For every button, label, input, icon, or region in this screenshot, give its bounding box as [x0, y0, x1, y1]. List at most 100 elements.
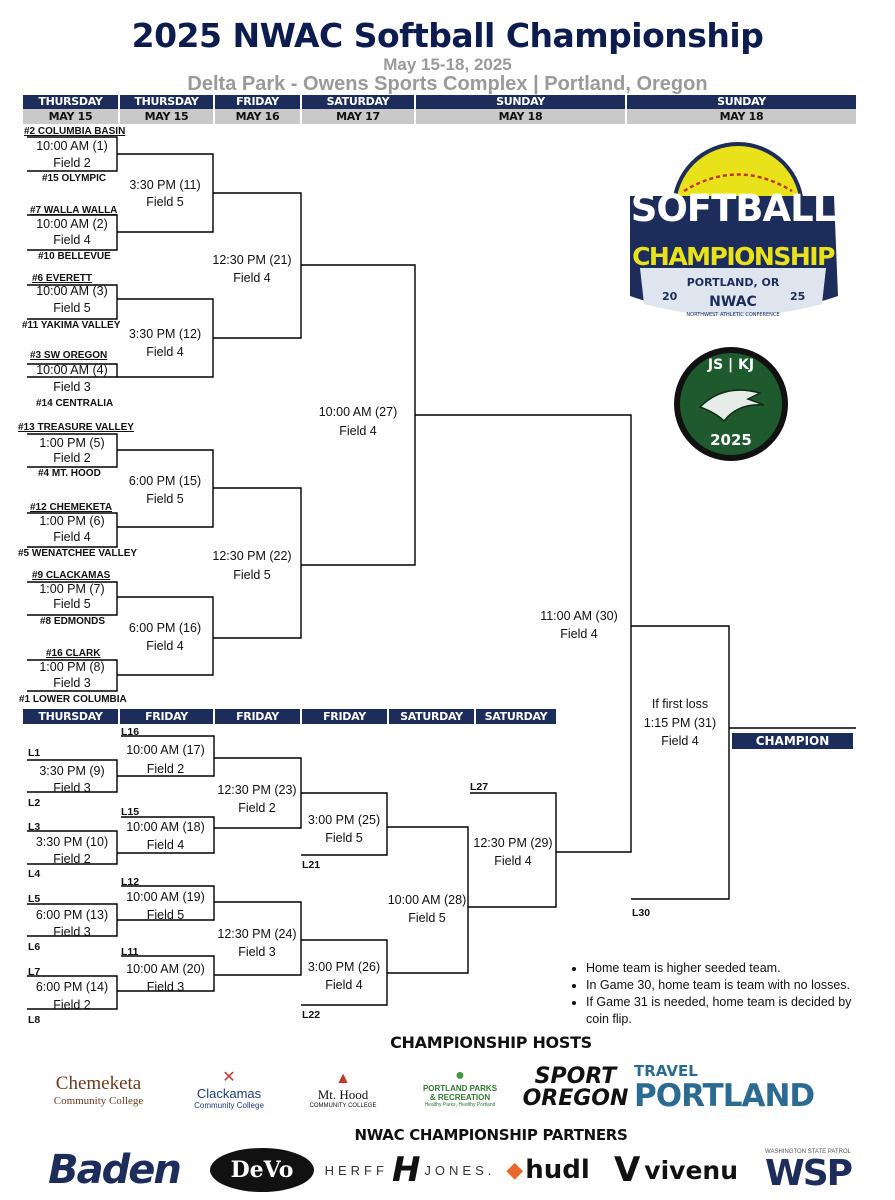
tournament-logo: SOFTBALL CHAMPIONSHIP PORTLAND, OR 20 25…	[622, 136, 844, 332]
badge-text: 2025	[710, 431, 752, 449]
partner-logo-hudl[interactable]: ◆ hudl	[500, 1145, 596, 1195]
partner-name: vivenu	[644, 1155, 739, 1185]
loser-label: L3	[28, 821, 41, 833]
loser-label: L15	[121, 806, 140, 818]
tribute-badge: JS | KJ 2025	[672, 345, 790, 463]
team-seed: #10 BELLEVUE	[38, 251, 111, 262]
game-field: Field 3	[53, 925, 91, 939]
game-time: 3:30 PM (12)	[128, 327, 202, 341]
game-time: 10:00 AM (20)	[126, 962, 205, 976]
game-time: 3:30 PM (11)	[129, 178, 201, 192]
team-seed: #7 WALLA WALLA	[30, 205, 118, 216]
column-header-date: MAY 15	[23, 109, 118, 124]
host-name: Chemeketa	[55, 1073, 142, 1094]
team-seed: #6 EVERETT	[32, 273, 93, 284]
page-title: 2025 NWAC Softball Championship	[131, 16, 764, 55]
game-time: 6:00 PM (16)	[128, 621, 202, 635]
game-time: 10:00 AM (1)	[36, 139, 108, 153]
game-time: 10:00 AM (27)	[318, 405, 398, 419]
game-field: Field 5	[146, 195, 184, 209]
game-time: 6:00 PM (15)	[128, 474, 202, 488]
mountain-icon: ▲	[335, 1070, 351, 1087]
clackamas-mark-icon: ✕	[222, 1069, 236, 1086]
host-name: Mt. Hood	[317, 1087, 369, 1102]
game-field: Field 2	[53, 451, 91, 465]
logo-text: NWAC	[709, 294, 757, 310]
hj-mark-icon: H	[391, 1150, 421, 1190]
game-field: Field 5	[146, 908, 185, 922]
loser-label: L7	[28, 966, 41, 978]
partner-logo-wsp[interactable]: WASHINGTON STATE PATROL WSP	[758, 1145, 858, 1197]
notes-list: Home team is higher seeded team. In Game…	[562, 960, 862, 1028]
loser-label: L21	[302, 859, 321, 871]
partner-logo-vivenu[interactable]: V vivenu	[600, 1145, 752, 1195]
loser-label: L5	[28, 893, 41, 905]
hudl-mark-icon: ◆	[506, 1157, 524, 1182]
game-field: Field 4	[146, 345, 184, 359]
host-name: TRAVEL	[634, 1062, 698, 1080]
loser-label: L22	[302, 1009, 321, 1021]
column-header-day: SATURDAY	[302, 95, 414, 109]
game-time: 10:00 AM (18)	[126, 820, 205, 834]
vivenu-mark-icon: V	[613, 1150, 641, 1190]
game-field: Field 4	[146, 639, 184, 653]
game-field: Field 4	[560, 627, 598, 641]
loser-label: L30	[632, 907, 651, 919]
column-header-date: MAY 17	[302, 109, 414, 124]
game-time: 12:30 PM (21)	[212, 253, 292, 267]
game-time: 3:00 PM (25)	[307, 813, 381, 827]
game-field: Field 5	[408, 911, 446, 925]
game-time: 1:00 PM (7)	[39, 582, 105, 596]
column-header-day: SUNDAY	[416, 95, 625, 109]
team-seed: #9 CLACKAMAS	[32, 570, 111, 581]
lower-column-header: THURSDAY	[23, 709, 118, 724]
game-field: Field 4	[233, 271, 271, 285]
game-time: 10:00 AM (28)	[387, 893, 467, 907]
partner-logo-devo[interactable]: DeVo	[207, 1145, 317, 1195]
column-header-day: FRIDAY	[215, 95, 300, 109]
event-dates: May 15-18, 2025	[383, 55, 512, 74]
host-name: & RECREATION	[429, 1093, 491, 1102]
game-field: Field 2	[146, 762, 185, 776]
host-logo-clackamas[interactable]: ✕ Clackamas Community College	[184, 1062, 274, 1118]
partners-title: NWAC CHAMPIONSHIP PARTNERS	[354, 1126, 628, 1144]
note-item: If Game 31 is needed, home team is decid…	[586, 994, 862, 1028]
game-time: 3:00 PM (26)	[307, 960, 381, 974]
game-field: Field 3	[238, 945, 276, 959]
team-seed: #4 MT. HOOD	[38, 468, 101, 479]
host-logo-sportoregon[interactable]: SPORT OREGON	[523, 1060, 629, 1116]
team-seed: #14 CENTRALIA	[36, 398, 114, 409]
column-header-day: THURSDAY	[120, 95, 213, 109]
host-name: OREGON	[522, 1086, 629, 1111]
column-header-day: SUNDAY	[627, 95, 856, 109]
host-sub: Community College	[194, 1101, 264, 1110]
lower-column-header: FRIDAY	[215, 709, 300, 724]
loser-label: L16	[121, 726, 140, 738]
column-header-date: MAY 18	[416, 109, 625, 124]
game-time: 3:30 PM (9)	[39, 764, 105, 778]
loser-label: L4	[28, 868, 41, 880]
host-logo-travelportland[interactable]: TRAVEL PORTLAND	[634, 1060, 860, 1116]
game-field: Field 5	[325, 831, 363, 845]
team-seed: #2 COLUMBIA BASIN	[24, 126, 126, 137]
host-logo-parks[interactable]: ● PORTLAND PARKS & RECREATION Healthy Pa…	[410, 1060, 510, 1116]
partner-logo-baden[interactable]: Baden	[26, 1145, 202, 1195]
partner-logo-herffjones[interactable]: HERFF H JONES.	[325, 1145, 492, 1195]
host-logo-chemeketa[interactable]: Chemeketa Community College	[26, 1062, 171, 1118]
game-time: 12:30 PM (24)	[217, 927, 297, 941]
lower-column-header: SATURDAY	[476, 709, 556, 724]
partner-name: HERFF	[324, 1162, 388, 1178]
team-seed: #11 YAKIMA VALLEY	[22, 320, 121, 331]
leaf-icon: ●	[455, 1067, 465, 1084]
game-time: 6:00 PM (14)	[35, 980, 109, 994]
hawk-icon	[698, 389, 765, 423]
host-logo-mthood[interactable]: ▲ Mt. Hood COMMUNITY COLLEGE	[298, 1062, 388, 1118]
hosts-title: CHAMPIONSHIP HOSTS	[390, 1033, 592, 1052]
game-field: Field 4	[661, 734, 699, 748]
partner-name: WSP	[764, 1153, 853, 1194]
column-header-date: MAY 18	[627, 109, 856, 124]
logo-text: SOFTBALL	[630, 187, 837, 230]
game-time: 1:00 PM (5)	[39, 436, 105, 450]
game-field: Field 5	[53, 597, 91, 611]
game-time: 6:00 PM (13)	[35, 908, 109, 922]
